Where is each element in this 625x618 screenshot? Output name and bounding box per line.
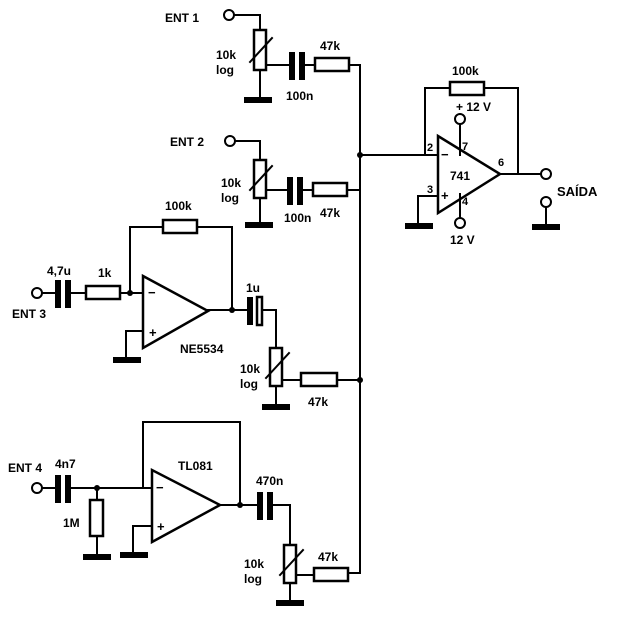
resistor-r4-bias[interactable] <box>88 498 105 538</box>
opamp-741[interactable] <box>436 133 503 216</box>
cap-c2-plate-b <box>297 177 303 205</box>
ground-r4-bias <box>83 554 111 560</box>
cap-c1-plate-b <box>299 52 305 80</box>
ch3-output-junction <box>229 307 235 313</box>
supply-neg-label: 12 V <box>450 233 475 247</box>
output-terminal[interactable] <box>540 168 552 180</box>
ent2-terminal[interactable] <box>224 135 236 147</box>
resistor-r3-fb[interactable] <box>161 218 199 235</box>
resistor-r1-mix[interactable] <box>313 56 351 73</box>
pot-2-taper: log <box>221 191 239 205</box>
opamp-ne5534-label: NE5534 <box>180 342 224 356</box>
resistor-r1-mix-label: 47k <box>320 39 340 53</box>
summing-bus <box>357 64 363 574</box>
resistor-r3-in-label: 1k <box>98 266 112 280</box>
pot-1-taper: log <box>216 63 234 77</box>
resistor-r4-mix-label: 47k <box>318 550 338 564</box>
pot-4-value: 10k <box>244 557 264 571</box>
opamp-ne5534-minus: − <box>148 285 156 300</box>
opamp-tl081-minus: − <box>156 480 164 495</box>
ent1-terminal[interactable] <box>223 9 235 21</box>
channel-3: ENT 3 4,7u 1k 100k − + NE5534 1u <box>12 199 361 410</box>
pot-3-value: 10k <box>240 362 260 376</box>
ent3-label: ENT 3 <box>12 307 46 321</box>
output-label: SAÍDA <box>557 184 598 199</box>
pot-4-taper: log <box>244 572 262 586</box>
cap-c3out-plate-a <box>247 297 253 325</box>
opamp-741-minus: − <box>441 147 449 162</box>
ent2-label: ENT 2 <box>170 135 204 149</box>
ent3-terminal[interactable] <box>31 287 43 299</box>
cap-c3in-label: 4,7u <box>47 264 71 278</box>
opamp-741-plus: + <box>441 188 449 203</box>
channel-4: ENT 4 4n7 1M − + TL081 470n <box>8 421 361 606</box>
ground-output <box>532 224 560 230</box>
cap-c4in-plate-a <box>55 475 61 503</box>
ent4-label: ENT 4 <box>8 461 42 475</box>
channel-2: ENT 2 10k log 100n 47k <box>170 135 361 228</box>
channel-1: ENT 1 10k log 100n 47k <box>165 9 361 103</box>
ground-pot-3 <box>262 404 290 410</box>
ground-2 <box>245 222 273 228</box>
resistor-r3-fb-label: 100k <box>165 199 192 213</box>
cap-c4in-label: 4n7 <box>55 457 76 471</box>
cap-c1-plate-a <box>289 52 295 80</box>
pin-6-label: 6 <box>498 157 504 169</box>
output-ground-terminal[interactable] <box>540 196 552 208</box>
opamp-741-label: 741 <box>450 169 470 183</box>
cap-c2-plate-a <box>287 177 293 205</box>
pin-2-label: 2 <box>427 142 433 154</box>
resistor-r2-mix[interactable] <box>311 181 349 198</box>
supply-pos-label: + 12 V <box>456 100 491 114</box>
ch4-output-junction <box>237 502 243 508</box>
cap-c2-label: 100n <box>284 211 311 225</box>
resistor-r3-mix-label: 47k <box>308 395 328 409</box>
pin-4-label: 4 <box>462 196 469 208</box>
cap-c4in-plate-b <box>65 475 71 503</box>
ent1-label: ENT 1 <box>165 11 199 25</box>
supply-pos-terminal[interactable] <box>454 113 466 125</box>
ent4-terminal[interactable] <box>31 482 43 494</box>
opamp-ne5534-plus: + <box>149 325 157 340</box>
ground-ch4 <box>120 552 148 558</box>
cap-c3out-label: 1u <box>246 281 260 295</box>
ground-ch3 <box>113 357 141 363</box>
cap-c4out-label: 470n <box>256 474 283 488</box>
resistor-r3-in[interactable] <box>84 284 122 301</box>
cap-c4out-plate-a <box>257 492 263 520</box>
ground-mixer <box>405 223 433 229</box>
pin-7-label: 7 <box>462 141 468 153</box>
opamp-ne5534[interactable] <box>141 273 211 351</box>
ground-pot-4 <box>276 600 304 606</box>
resistor-r2-mix-label: 47k <box>320 206 340 220</box>
ground-1 <box>244 97 272 103</box>
resistor-r4-bias-label: 1M <box>63 516 80 530</box>
opamp-tl081-plus: + <box>157 519 165 534</box>
pot-1-value: 10k <box>216 48 236 62</box>
pin-3-label: 3 <box>427 184 433 196</box>
resistor-mixer-fb-label: 100k <box>452 64 479 78</box>
cap-c3in-plate-b <box>65 280 71 308</box>
cap-c1-label: 100n <box>286 89 313 103</box>
resistor-r3-mix[interactable] <box>299 371 339 388</box>
resistor-r4-mix[interactable] <box>312 566 350 583</box>
pot-3-taper: log <box>240 377 258 391</box>
cap-c4out-plate-b <box>267 492 273 520</box>
mixer-stage: − + 741 2 3 4 6 7 100k + 12 V 12 V SAÍDA <box>359 64 598 247</box>
cap-c3in-plate-a <box>55 280 61 308</box>
resistor-mixer-fb[interactable] <box>448 80 486 97</box>
supply-neg-terminal[interactable] <box>454 217 466 229</box>
opamp-tl081[interactable] <box>150 467 223 545</box>
opamp-tl081-label: TL081 <box>178 459 213 473</box>
pot-2-value: 10k <box>221 176 241 190</box>
